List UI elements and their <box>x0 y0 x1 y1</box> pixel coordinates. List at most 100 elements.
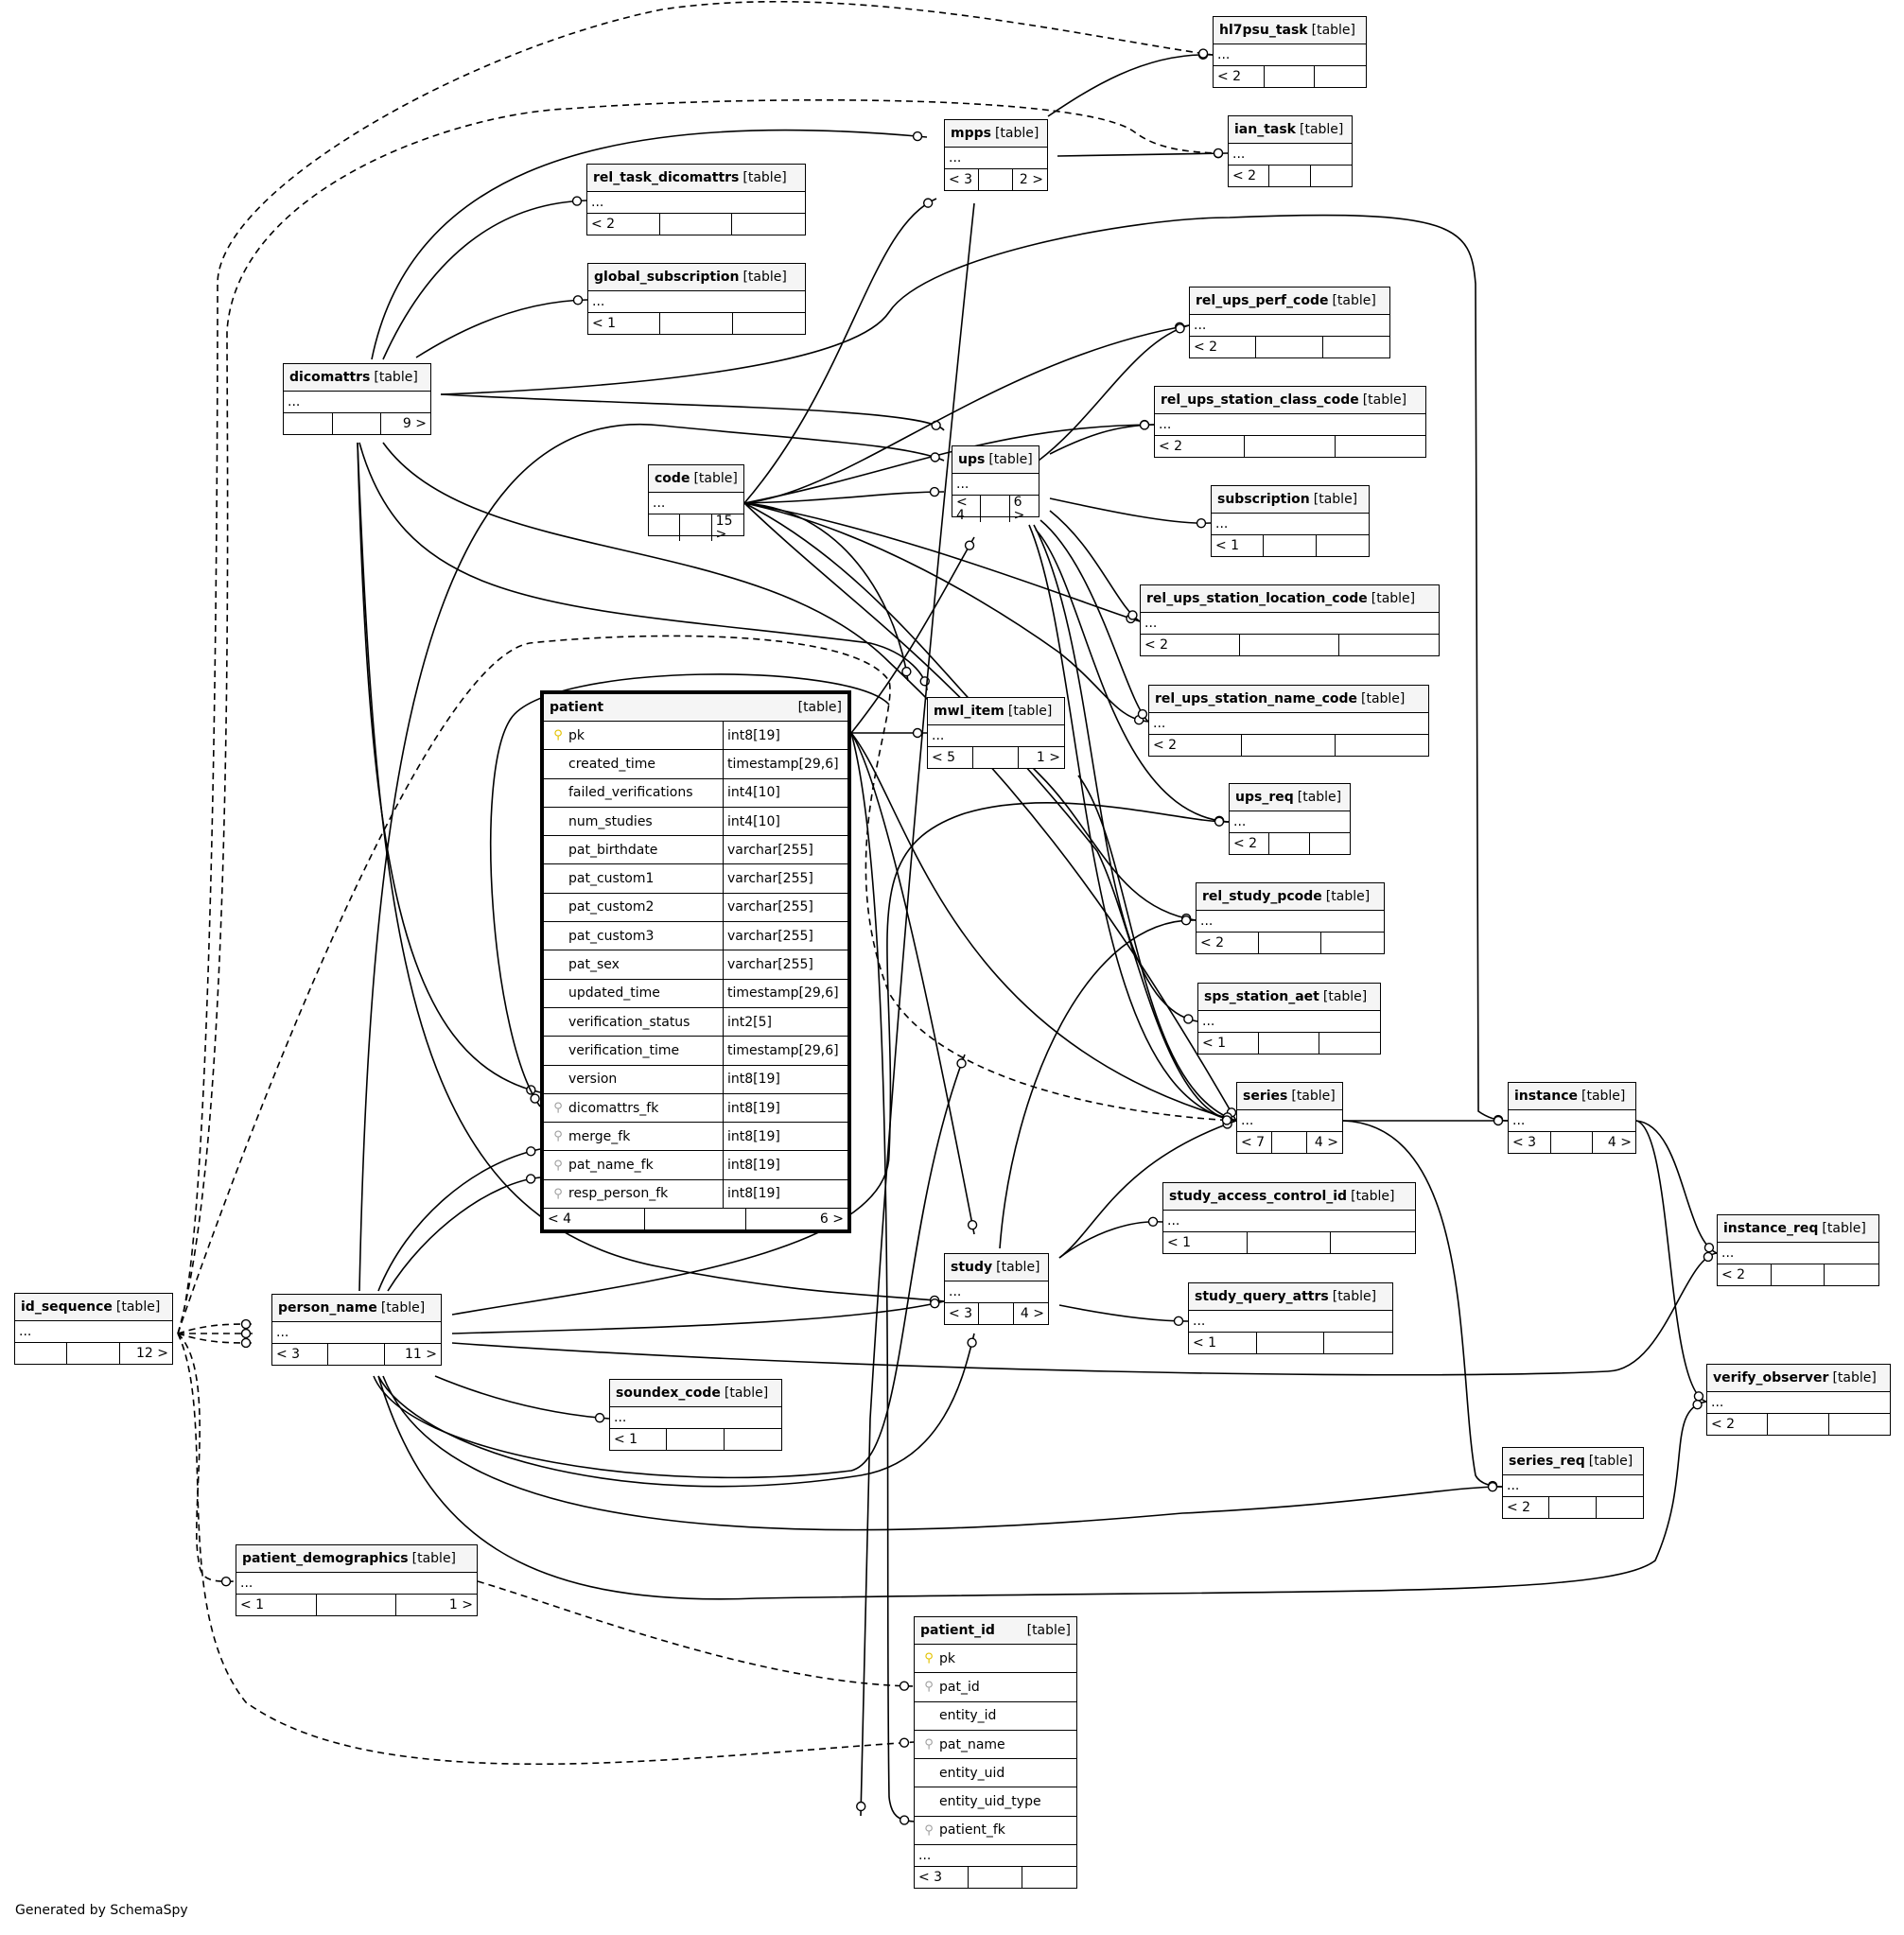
collapsed-columns: ... <box>1230 811 1350 833</box>
table-id-sequence[interactable]: id_sequence[table]...12 > <box>14 1293 173 1365</box>
parents-count: < 4 <box>952 496 982 522</box>
parents-count: < 3 <box>1509 1132 1551 1153</box>
relationship-counts: < 2 <box>1707 1414 1890 1435</box>
parents-count: < 3 <box>915 1867 969 1889</box>
relationship-seq-series <box>177 635 1237 1334</box>
column-name: resp_person_fk <box>568 1186 669 1202</box>
column-type: int8[19] <box>727 1128 780 1144</box>
table-hl7psu-task[interactable]: hl7psu_task[table]...< 2 <box>1213 16 1367 88</box>
table-header: mpps[table] <box>945 120 1047 148</box>
table-study-query-attrs[interactable]: study_query_attrs[table]...< 1 <box>1188 1282 1393 1354</box>
relationship-hl7psu <box>1047 54 1214 117</box>
table-rel-study-pcode[interactable]: rel_study_pcode[table]...< 2 <box>1196 882 1385 954</box>
optional-marker-icon <box>1703 1251 1714 1263</box>
table-header: study[table] <box>945 1254 1048 1281</box>
column-name-cell: created_time <box>544 750 724 778</box>
children-count <box>1331 1232 1415 1253</box>
relationship-dicom-ups <box>440 393 945 431</box>
column-type: timestamp[29,6] <box>727 756 839 772</box>
count-spacer <box>1772 1264 1825 1285</box>
table-ian-task[interactable]: ian_task[table]...< 2 <box>1228 115 1353 187</box>
table-instance-req[interactable]: instance_req[table]...< 2 <box>1717 1214 1879 1286</box>
relationship-patient-series <box>850 732 1237 1122</box>
table-header: soundex_code[table] <box>610 1380 781 1407</box>
relationship-ups-series <box>1028 524 1237 1122</box>
relationship-counts: 9 > <box>284 413 430 434</box>
relationship-patient-self <box>490 673 890 1107</box>
column-name: pat_birthdate <box>568 842 658 858</box>
column-name: version <box>568 1072 618 1088</box>
table-header: instance_req[table] <box>1718 1215 1878 1243</box>
collapsed-columns: ... <box>1503 1475 1643 1497</box>
foreign-key-icon: ⚲ <box>553 1158 563 1173</box>
count-spacer <box>1269 833 1310 854</box>
optional-marker-icon <box>525 1174 536 1184</box>
relationship-counts: 12 > <box>15 1343 172 1364</box>
table-rel-ups-perf-code[interactable]: rel_ups_perf_code[table]...< 2 <box>1189 287 1390 358</box>
table-rel-ups-station-class-code[interactable]: rel_ups_station_class_code[table]...< 2 <box>1154 386 1426 458</box>
table-header: rel_study_pcode[table] <box>1197 883 1384 911</box>
table-name: rel_task_dicomattrs <box>593 170 740 185</box>
parents-count: < 2 <box>1197 933 1259 953</box>
parents-count: < 2 <box>1149 735 1243 756</box>
table-study-access-control-id[interactable]: study_access_control_id[table]...< 1 <box>1162 1182 1416 1254</box>
children-count <box>1317 535 1369 556</box>
optional-marker-icon <box>964 540 975 550</box>
relationship-mpps-pid <box>860 202 975 1817</box>
table-series-req[interactable]: series_req[table]...< 2 <box>1502 1447 1644 1519</box>
table-tag: [table] <box>1322 989 1368 1004</box>
children-count <box>1022 1867 1076 1888</box>
column-name-cell: version <box>544 1065 724 1093</box>
relationship-mwl-series <box>1077 775 1237 1122</box>
optional-marker-icon <box>899 1815 910 1825</box>
table-sps-station-aet[interactable]: sps_station_aet[table]...< 1 <box>1197 983 1381 1055</box>
foreign-key-icon: ⚲ <box>924 1822 934 1838</box>
table-rel-ups-station-location-code[interactable]: rel_ups_station_location_code[table]...<… <box>1140 584 1440 656</box>
optional-marker-icon <box>220 1576 232 1587</box>
table-ups-req[interactable]: ups_req[table]...< 2 <box>1229 783 1351 855</box>
table-name: patient_id <box>920 1623 995 1638</box>
count-spacer <box>333 413 382 434</box>
relationship-study-pcode <box>999 919 1197 1249</box>
parents-count: < 1 <box>1163 1232 1248 1253</box>
children-count: 2 > <box>1019 172 1043 187</box>
column-row: entity_id <box>915 1702 1076 1731</box>
count-spacer <box>1549 1497 1597 1518</box>
relationship-code-ups <box>743 491 945 504</box>
children-count: 15 > <box>715 514 733 542</box>
parents-count: < 1 <box>1198 1033 1259 1054</box>
table-subscription[interactable]: subscription[table]...< 1 <box>1211 485 1370 557</box>
table-header: instance[table] <box>1509 1083 1635 1110</box>
table-soundex-code[interactable]: soundex_code[table]...< 1 <box>609 1379 782 1451</box>
relationship-pn-patient1 <box>377 1148 541 1292</box>
table-rel-task-dicomattrs[interactable]: rel_task_dicomattrs[table]...< 2 <box>586 164 806 235</box>
table-global-subscription[interactable]: global_subscription[table]...< 1 <box>587 263 806 335</box>
table-verify-observer[interactable]: verify_observer[table]...< 2 <box>1706 1364 1891 1436</box>
count-spacer <box>969 1867 1022 1889</box>
foreign-key-icon: ⚲ <box>553 1129 563 1144</box>
column-name: merge_fk <box>568 1128 631 1144</box>
table-rel-ups-station-name-code[interactable]: rel_ups_station_name_code[table]...< 2 <box>1148 685 1429 757</box>
optional-marker-icon <box>571 196 583 206</box>
optional-marker-icon <box>1703 1242 1715 1253</box>
table-dicomattrs[interactable]: dicomattrs[table]...9 > <box>283 363 431 435</box>
table-name: rel_ups_perf_code <box>1196 293 1329 308</box>
foreign-key-icon: ⚲ <box>924 1737 934 1752</box>
table-code[interactable]: code[table]...15 > <box>648 464 744 541</box>
table-header: ups[table] <box>952 446 1039 474</box>
column-type: int8[19] <box>727 1186 780 1202</box>
